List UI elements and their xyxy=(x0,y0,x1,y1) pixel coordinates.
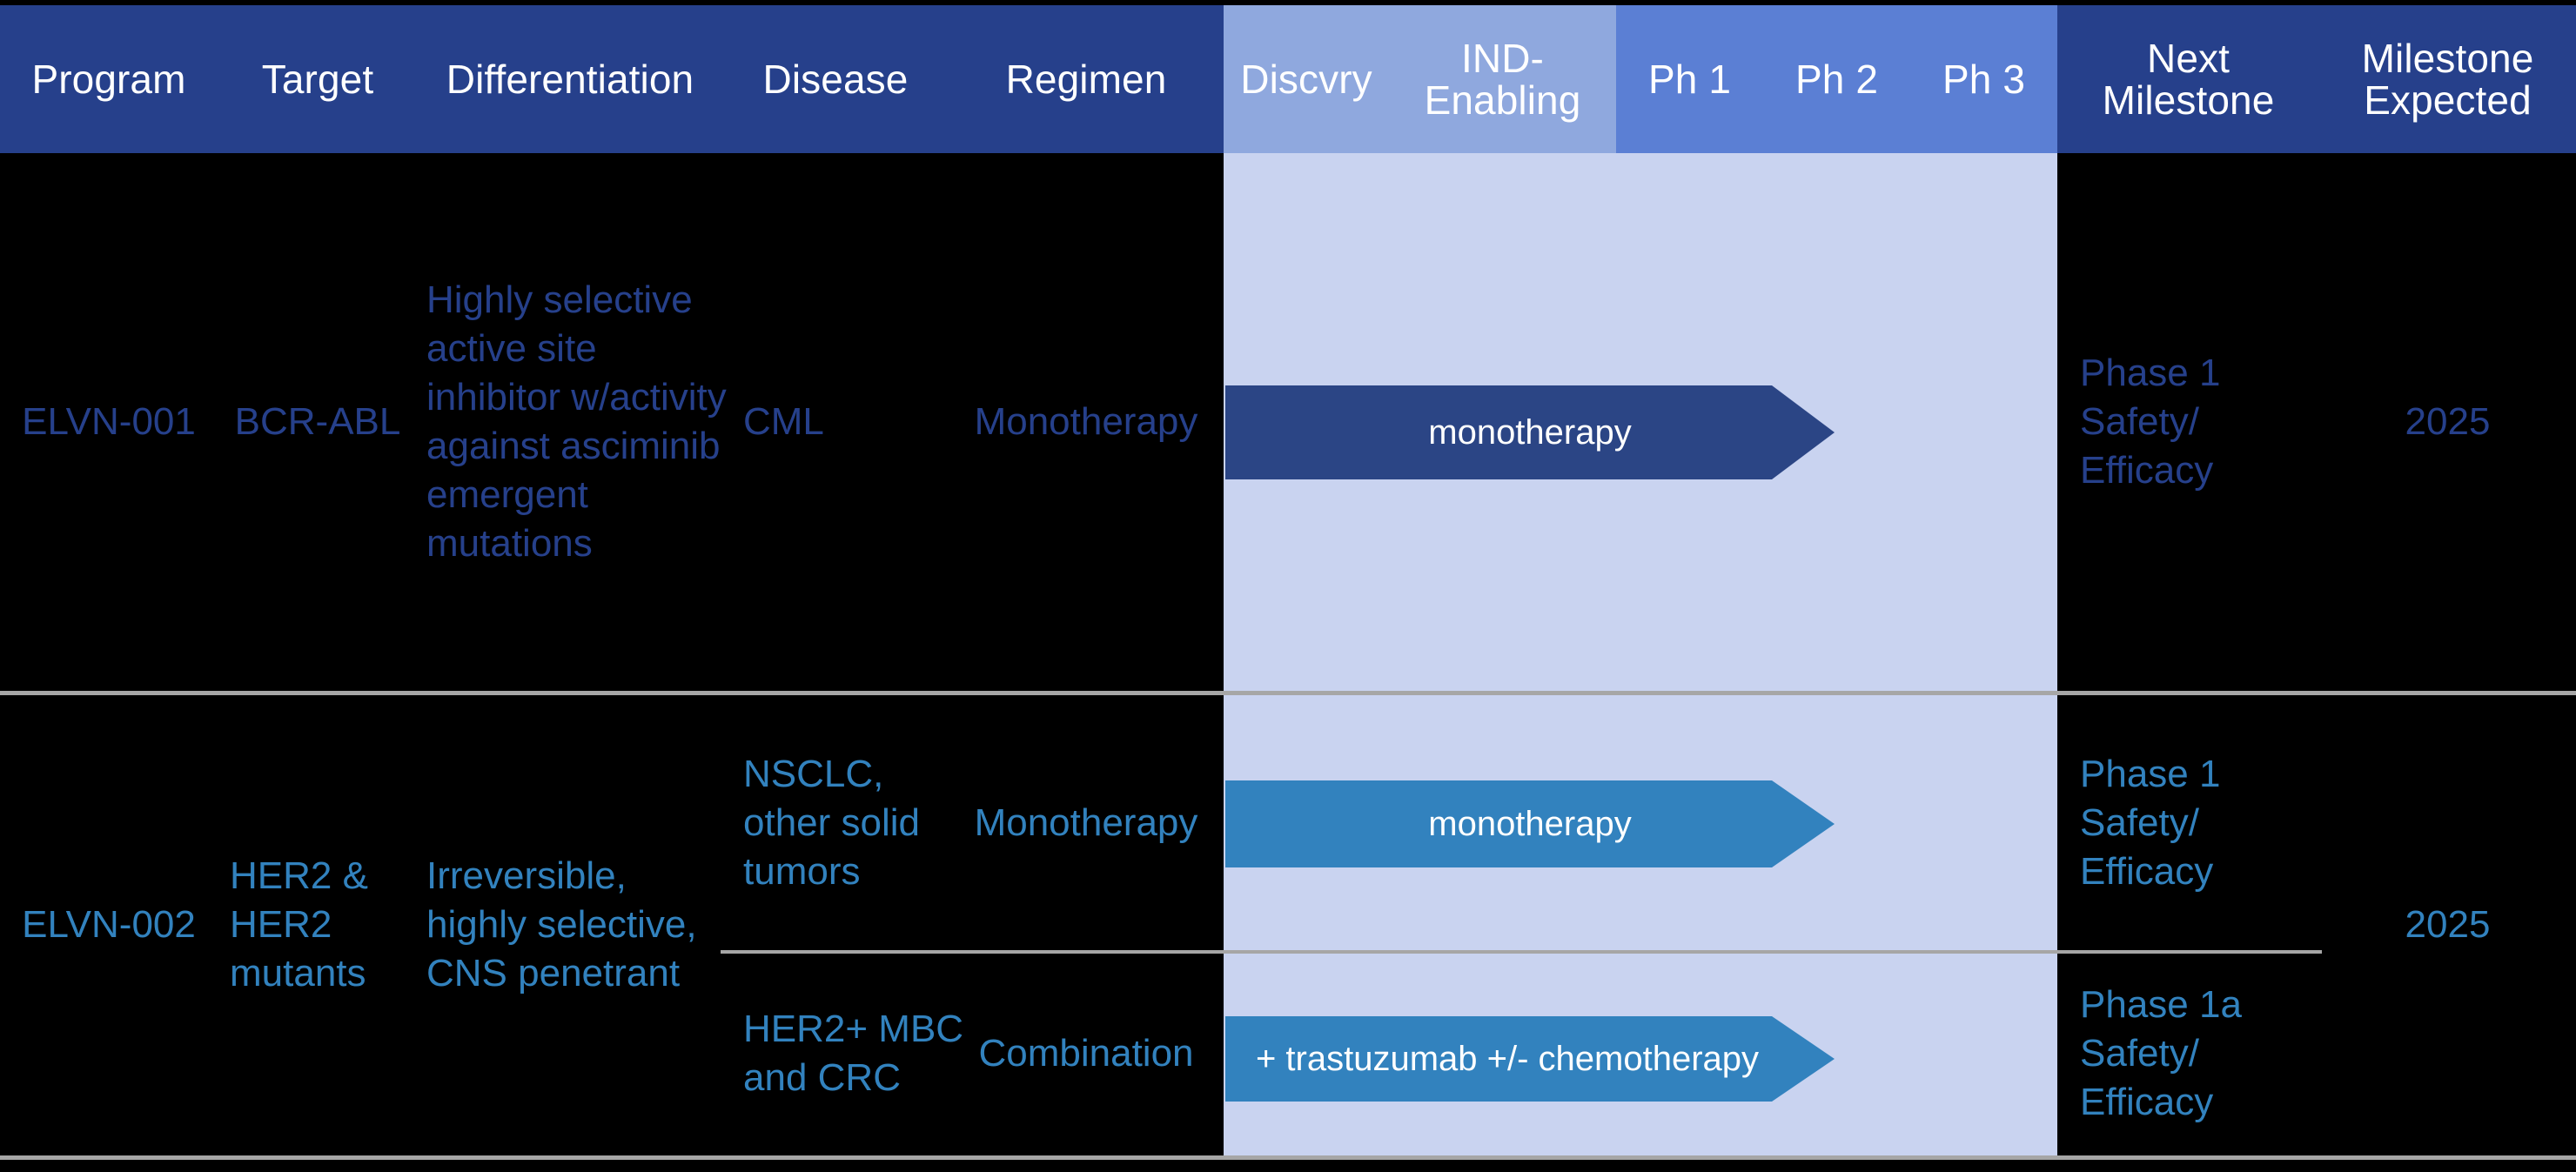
header-band-milestones xyxy=(2057,5,2576,153)
column-header-regimen: Regimen xyxy=(1005,56,1167,102)
row-2-target: HER2 & HER2 mutants xyxy=(230,854,368,995)
row-1-milestone-expected: 2025 xyxy=(2405,400,2491,444)
header-band-attributes xyxy=(0,5,1224,153)
column-header-program: Program xyxy=(31,56,186,102)
row-2a-next-milestone: Phase 1 Safety/ Efficacy xyxy=(2080,753,2221,893)
row-2-program: ELVN-002 xyxy=(22,903,196,947)
bottom-border xyxy=(0,1155,2576,1160)
row-1-target: BCR-ABL xyxy=(234,400,401,444)
row-2b-regimen: Combination xyxy=(978,1032,1194,1075)
column-header-next-milestone: Next Milestone xyxy=(2102,35,2275,123)
row-2a-disease: NSCLC, other solid tumors xyxy=(743,753,921,893)
row-1-progress-arrow[interactable]: monotherapy xyxy=(1225,385,1835,479)
column-header-differentiation: Differentiation xyxy=(446,56,694,102)
row-divider xyxy=(0,691,2576,695)
phase-header-ind-enabling: IND- Enabling xyxy=(1424,35,1581,123)
row-2a-progress-arrow[interactable]: monotherapy xyxy=(1225,780,1835,867)
row-2b-progress-arrow[interactable]: + trastuzumab +/- chemotherapy xyxy=(1225,1016,1835,1102)
row-2-differentiation: Irreversible, highly selective, CNS pene… xyxy=(426,854,697,995)
phase-header-ph3: Ph 3 xyxy=(1942,56,2026,102)
table-header: Program Target Differentiation Disease R… xyxy=(0,5,2576,153)
row-2a-progress-arrow-label: monotherapy xyxy=(1428,804,1632,843)
row-2a-regimen: Monotherapy xyxy=(974,801,1198,845)
column-header-target: Target xyxy=(261,56,374,102)
row-1-regimen: Monotherapy xyxy=(974,400,1198,444)
column-header-disease: Disease xyxy=(762,56,909,102)
row-1-disease: CML xyxy=(743,400,824,444)
row-2b-progress-arrow-label: + trastuzumab +/- chemotherapy xyxy=(1255,1039,1760,1078)
row-2-milestone-expected: 2025 xyxy=(2405,903,2491,947)
row-1-progress-arrow-label: monotherapy xyxy=(1428,412,1632,452)
header-band-preclinical xyxy=(1224,5,1616,153)
phase-header-discovery: Discvry xyxy=(1240,56,1372,102)
row-2b-disease: HER2+ MBC and CRC xyxy=(743,1008,964,1099)
row-1-program: ELVN-001 xyxy=(22,400,196,444)
row-1-differentiation: Highly selective active site inhibitor w… xyxy=(426,278,727,565)
row-1-next-milestone: Phase 1 Safety/ Efficacy xyxy=(2080,352,2221,492)
row-2b-next-milestone: Phase 1a Safety/ Efficacy xyxy=(2080,983,2242,1123)
header-band-clinical xyxy=(1616,5,2057,153)
phase-header-ph2: Ph 2 xyxy=(1794,56,1879,102)
phase-header-ph1: Ph 1 xyxy=(1647,56,1732,102)
sub-row-divider xyxy=(721,950,2322,954)
column-header-milestone-expected: Milestone Expected xyxy=(2361,35,2534,123)
phase-timeline-band xyxy=(1224,153,2057,1157)
